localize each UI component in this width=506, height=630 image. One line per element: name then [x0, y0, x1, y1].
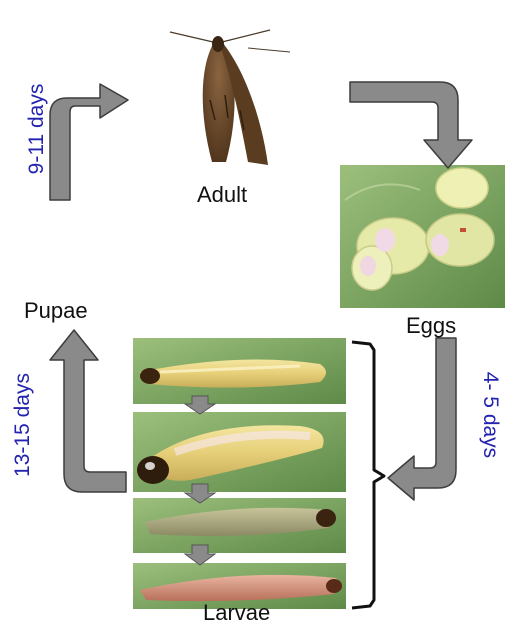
adult-label: Adult [197, 182, 247, 208]
arrow-larvae-to-pupae [50, 330, 126, 492]
duration-pupae-to-adult: 9-11 days [25, 69, 49, 189]
larvae-label: Larvae [203, 600, 270, 626]
eggs-label: Eggs [406, 313, 456, 339]
larva-image-1 [133, 338, 346, 404]
pupae-label: Pupae [24, 298, 88, 324]
arrow-pupae-to-adult [50, 84, 128, 200]
arrow-eggs-to-larvae [388, 338, 456, 500]
duration-larvae-to-pupae: 13-15 days [11, 355, 35, 495]
eggs-image [340, 165, 505, 308]
larva-image-2 [133, 412, 346, 492]
duration-eggs-to-larvae: 4- 5 days [478, 355, 502, 475]
adult-moth-image [170, 30, 290, 165]
larvae-bracket [352, 342, 384, 608]
arrow-adult-to-eggs [350, 82, 472, 168]
larva-image-3 [133, 498, 346, 553]
